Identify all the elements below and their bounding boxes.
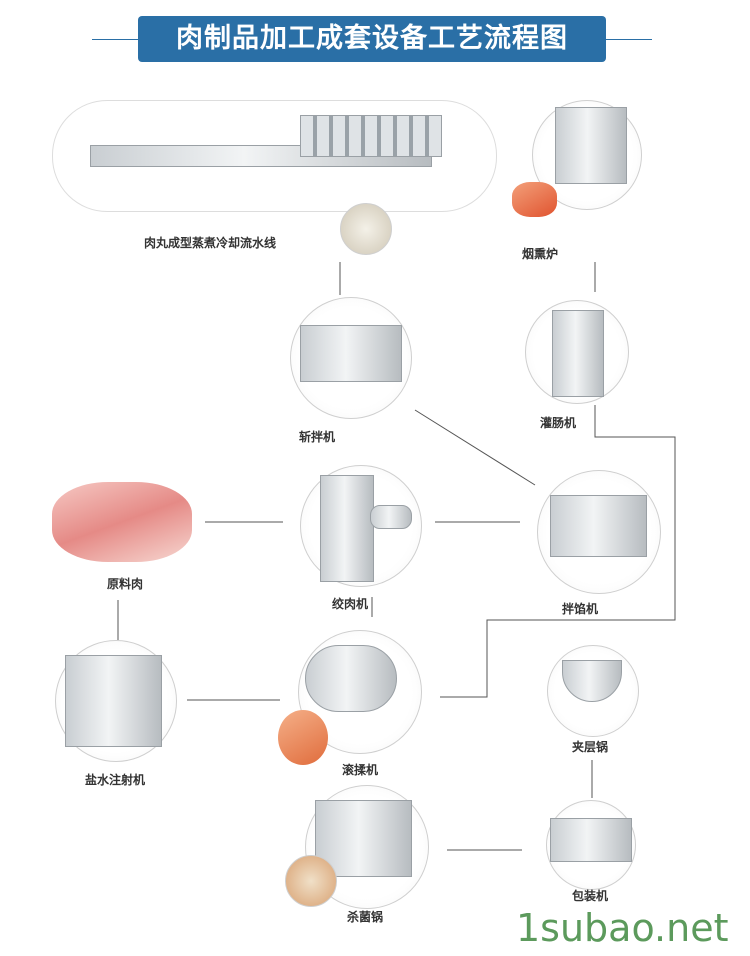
label-packaging: 包装机 xyxy=(571,889,609,903)
label-mixer: 拌馅机 xyxy=(561,602,599,616)
label-meatball-line: 肉丸成型蒸煮冷却流水线 xyxy=(143,236,277,250)
title-rule-right xyxy=(606,39,652,40)
sausage-image xyxy=(512,182,557,217)
grinder-machine xyxy=(320,475,374,582)
meat-skewer-image xyxy=(278,710,328,765)
label-brine-injector: 盐水注射机 xyxy=(84,773,146,787)
packaging-machine xyxy=(550,818,632,862)
meatball-image xyxy=(340,203,392,255)
chopper-machine xyxy=(300,325,402,382)
connector-chopper-to-mixer xyxy=(414,409,536,486)
raw-meat-image xyxy=(52,482,192,562)
title-rule-left xyxy=(92,39,138,40)
label-jacketed-kettle: 夹层锅 xyxy=(571,740,609,754)
meatball-line-coolers xyxy=(300,115,442,157)
label-sterilizer: 杀菌锅 xyxy=(346,910,384,924)
label-smokehouse: 烟熏炉 xyxy=(521,247,559,261)
watermark: 1subao.net xyxy=(516,906,729,950)
label-sausage-filler: 灌肠机 xyxy=(539,416,577,430)
mixer-machine xyxy=(550,495,647,557)
grinder-head xyxy=(370,505,412,529)
sterilized-product-image xyxy=(285,855,337,907)
tumbler-machine xyxy=(305,645,397,712)
meatball-line-frame xyxy=(52,100,497,212)
brine-injector-machine xyxy=(65,655,162,747)
page-title: 肉制品加工成套设备工艺流程图 xyxy=(138,16,606,62)
sausage-filler-machine xyxy=(552,310,604,397)
connector-filler-to-tumbler xyxy=(440,405,676,698)
label-raw-meat: 原料肉 xyxy=(106,577,144,591)
smokehouse-machine xyxy=(555,107,627,184)
label-tumbler: 滚揉机 xyxy=(341,763,379,777)
label-chopper: 斩拌机 xyxy=(298,430,336,444)
label-grinder: 绞肉机 xyxy=(331,597,369,611)
